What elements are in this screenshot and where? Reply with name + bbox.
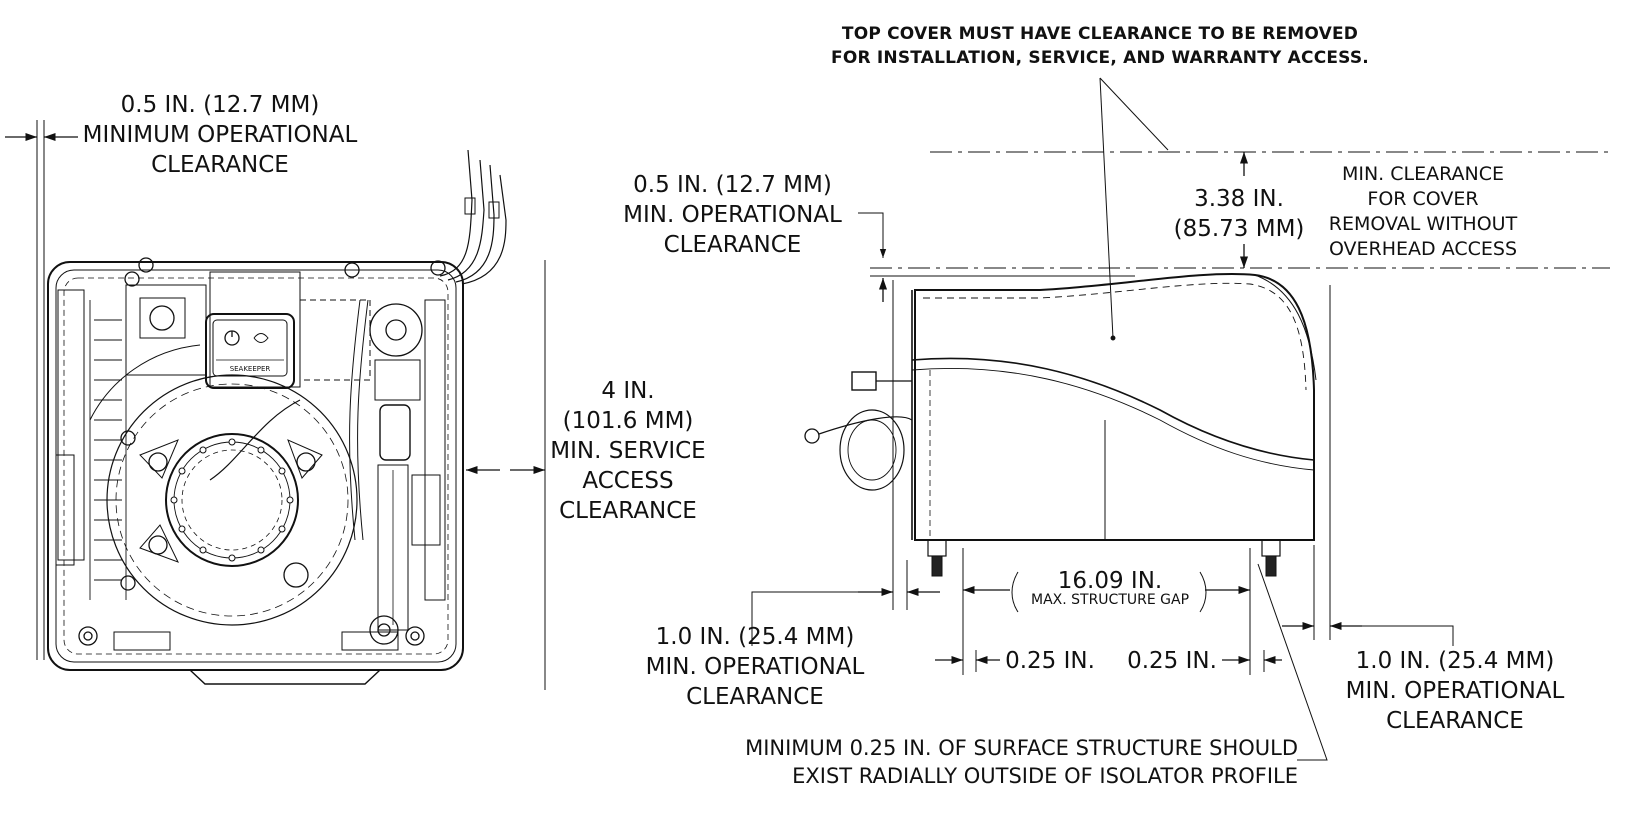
- op-right-line-2: MIN. OPERATIONAL: [1345, 678, 1565, 704]
- cover-removal-note: MIN. CLEARANCE FOR COVER REMOVAL WITHOUT…: [1318, 162, 1528, 262]
- surface-note-line-2: EXIST RADIALLY OUTSIDE OF ISOLATOR PROFI…: [792, 764, 1298, 788]
- op-clearance-left-label: 1.0 IN. (25.4 MM) MIN. OPERATIONAL CLEAR…: [630, 622, 880, 712]
- cover-height-dimension: 3.38 IN. (85.73 MM): [1164, 184, 1314, 244]
- service-clearance-line-5: CLEARANCE: [559, 498, 697, 524]
- op-clearance-top-label: 0.5 IN. (12.7 MM) MIN. OPERATIONAL CLEAR…: [600, 170, 865, 260]
- cover-removal-line-2: FOR COVER: [1367, 188, 1479, 210]
- op-clearance-right-label: 1.0 IN. (25.4 MM) MIN. OPERATIONAL CLEAR…: [1330, 646, 1580, 736]
- op-left-line-3: CLEARANCE: [686, 684, 824, 710]
- surface-note-line-1: MINIMUM 0.25 IN. OF SURFACE STRUCTURE SH…: [745, 736, 1298, 760]
- service-clearance-line-4: ACCESS: [582, 468, 674, 494]
- structure-gap-note: MAX. STRUCTURE GAP: [1030, 592, 1190, 608]
- op-top-line-3: CLEARANCE: [663, 232, 802, 258]
- top-clearance-line-3: CLEARANCE: [151, 152, 289, 178]
- service-clearance-line-2: (101.6 MM): [562, 408, 694, 434]
- panel-brand-label: SEAKEEPER: [229, 365, 271, 373]
- cover-height-mm: (85.73 MM): [1173, 216, 1305, 242]
- service-access-clearance-label: 4 IN. (101.6 MM) MIN. SERVICE ACCESS CLE…: [538, 376, 718, 526]
- surface-structure-note: MINIMUM 0.25 IN. OF SURFACE STRUCTURE SH…: [640, 734, 1298, 790]
- top-clearance-line-2: MINIMUM OPERATIONAL: [82, 122, 358, 148]
- cover-note-line-2: FOR INSTALLATION, SERVICE, AND WARRANTY …: [831, 48, 1369, 68]
- op-left-line-1: 1.0 IN. (25.4 MM): [655, 624, 855, 650]
- cover-removal-line-3: REMOVAL WITHOUT: [1328, 213, 1518, 235]
- op-right-line-3: CLEARANCE: [1386, 708, 1524, 734]
- left-offset-dimension: 0.25 IN.: [1005, 648, 1095, 674]
- top-clearance-line-1: 0.5 IN. (12.7 MM): [120, 92, 320, 118]
- top-clearance-label: 0.5 IN. (12.7 MM) MINIMUM OPERATIONAL CL…: [70, 90, 370, 180]
- op-right-line-1: 1.0 IN. (25.4 MM): [1355, 648, 1555, 674]
- cover-height-in: 3.38 IN.: [1194, 186, 1284, 212]
- cover-removal-line-4: OVERHEAD ACCESS: [1328, 238, 1518, 260]
- cover-note-line-1: TOP COVER MUST HAVE CLEARANCE TO BE REMO…: [841, 24, 1359, 44]
- service-clearance-line-3: MIN. SERVICE: [550, 438, 706, 464]
- cover-clearance-note: TOP COVER MUST HAVE CLEARANCE TO BE REMO…: [800, 22, 1400, 70]
- structure-gap-dimension: 16.09 IN.: [1057, 568, 1163, 594]
- service-clearance-line-1: 4 IN.: [601, 378, 655, 404]
- cover-removal-line-1: MIN. CLEARANCE: [1341, 163, 1505, 185]
- end-view: [5, 120, 546, 690]
- right-offset-dimension: 0.25 IN.: [1127, 648, 1217, 674]
- op-top-line-1: 0.5 IN. (12.7 MM): [633, 172, 832, 198]
- op-top-line-2: MIN. OPERATIONAL: [623, 202, 842, 228]
- side-view: [751, 77, 1610, 761]
- op-left-line-2: MIN. OPERATIONAL: [645, 654, 865, 680]
